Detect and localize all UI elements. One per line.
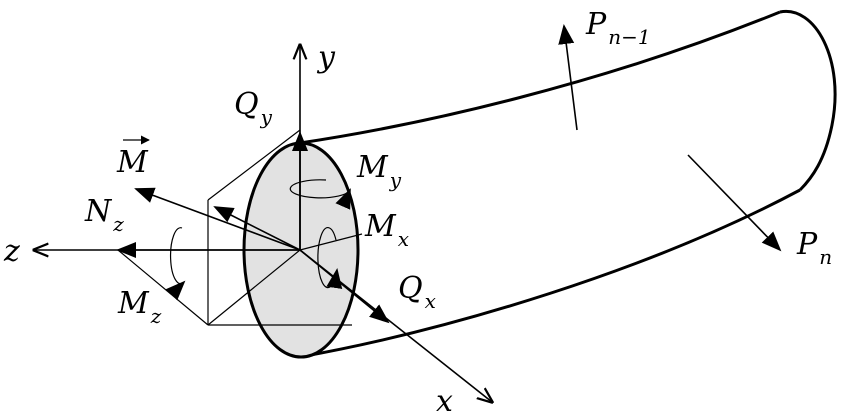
m-z-rotation-icon — [165, 227, 186, 301]
m-vector-label: M — [116, 145, 149, 180]
beam-body — [299, 9, 837, 359]
m-component-arrow — [213, 206, 301, 251]
z-axis-label: z — [3, 234, 20, 269]
y-axis-label: y — [316, 40, 336, 75]
m-y-rotation-icon — [289, 179, 351, 210]
q-x-arrow — [299, 249, 390, 324]
rotation-symbols — [165, 179, 351, 301]
m-x-leader — [299, 233, 363, 251]
p-n-arrow — [687, 154, 782, 252]
p-n1-arrow — [558, 24, 578, 131]
x-axis-label: x — [436, 384, 453, 414]
vectors — [116, 24, 782, 324]
m-x-rotation-icon — [317, 227, 343, 290]
